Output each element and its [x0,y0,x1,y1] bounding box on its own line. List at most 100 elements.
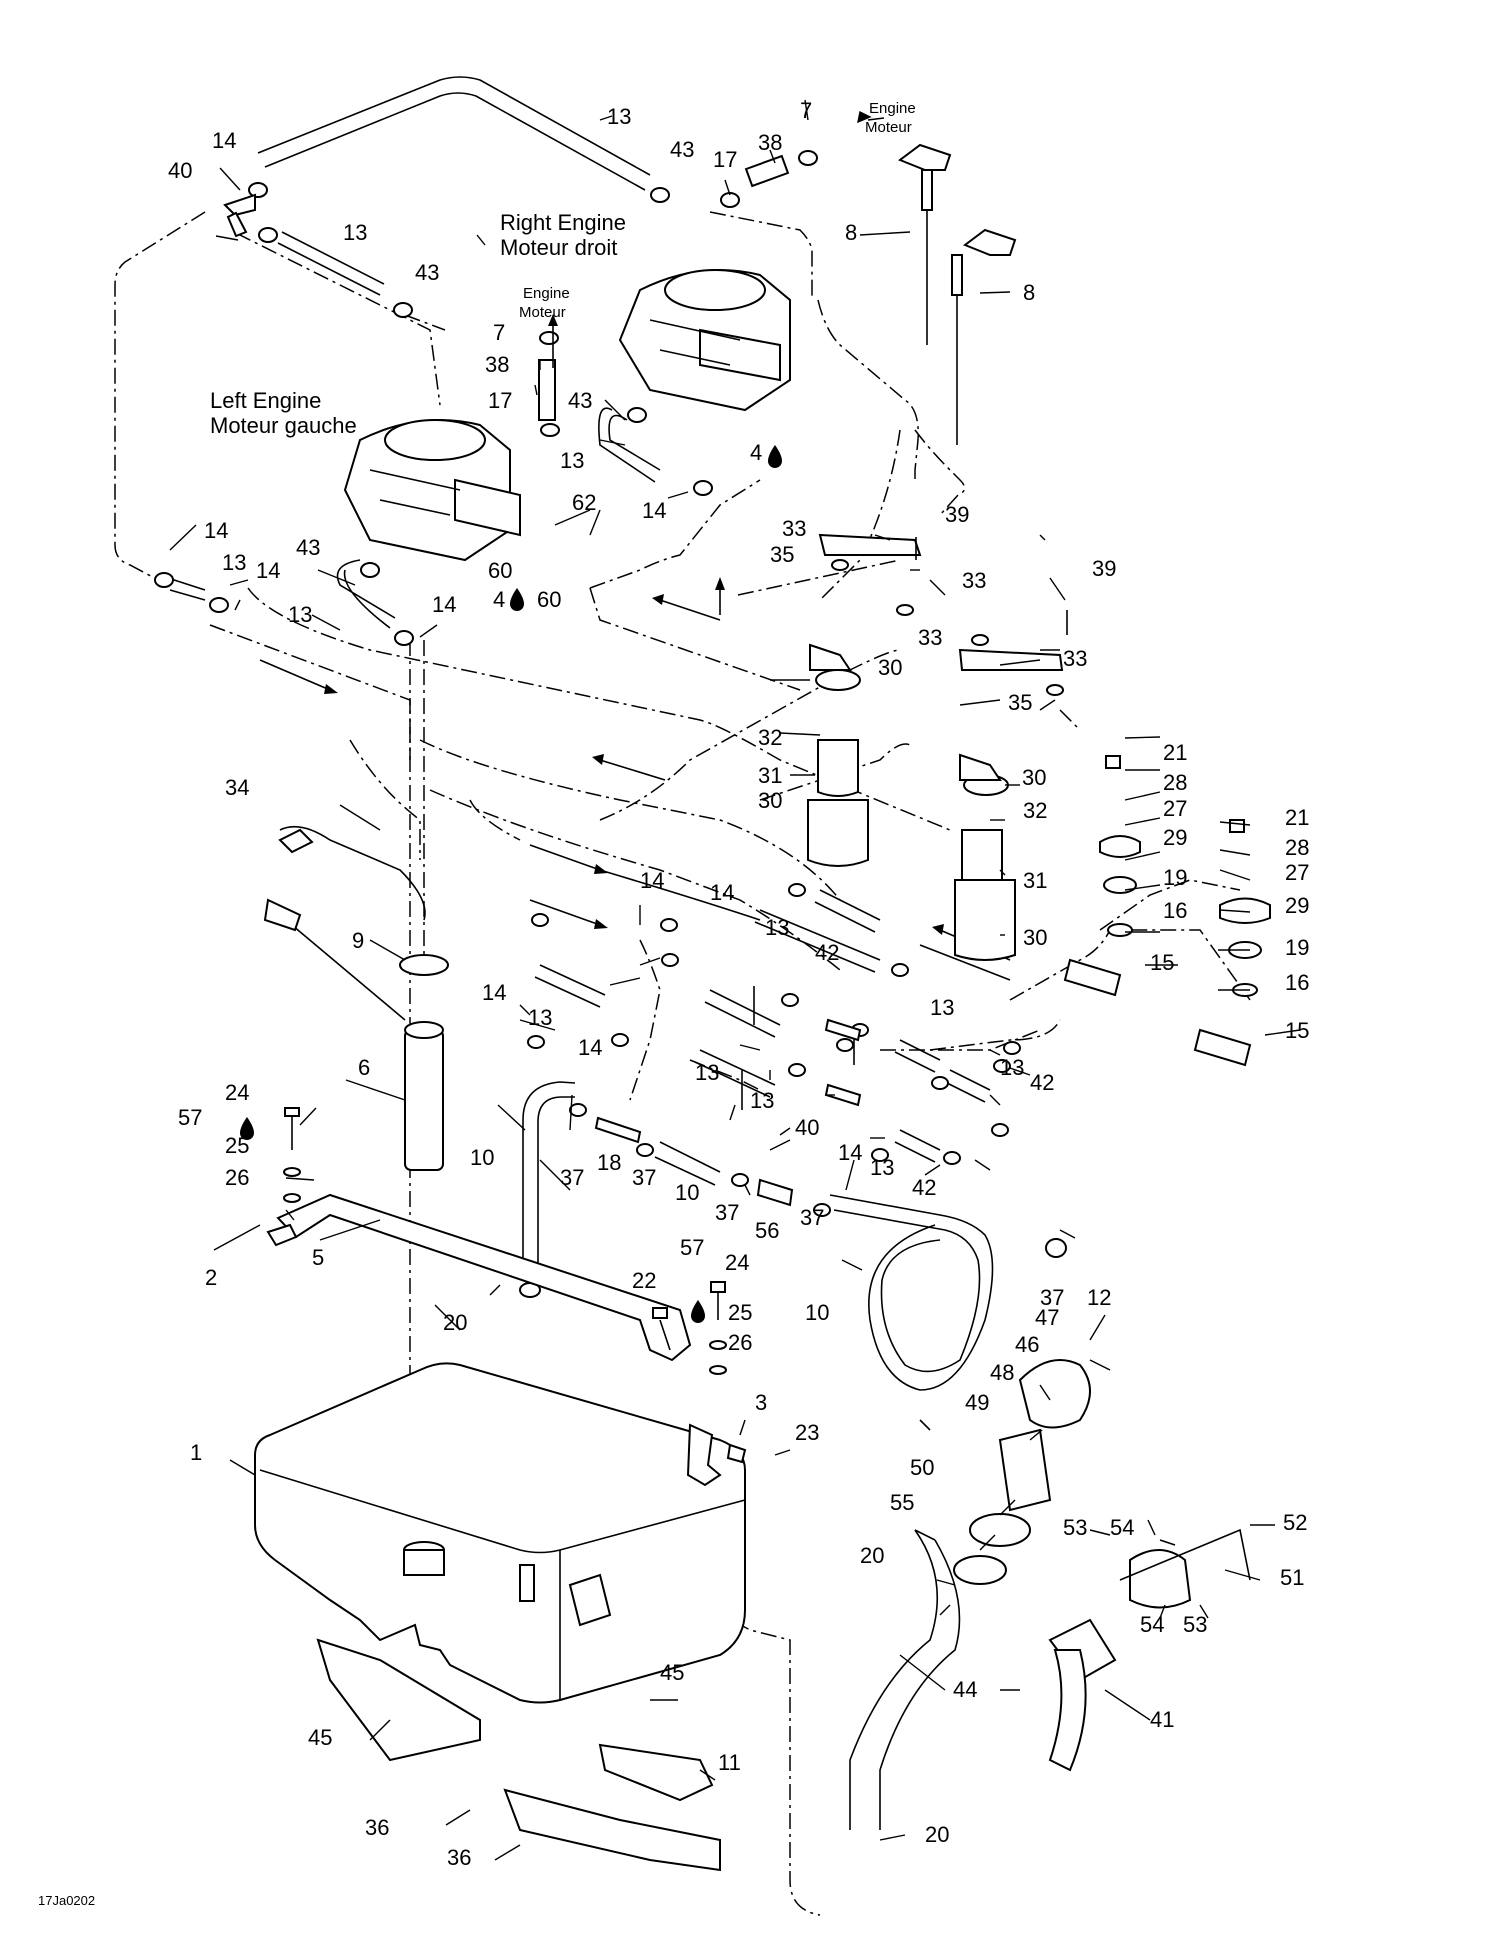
callout: 33 [962,568,986,593]
callout: 46 [1015,1332,1039,1357]
callout: 39 [945,502,969,527]
callout: 24 [225,1080,249,1105]
primer-pump-rods [897,143,1017,445]
callout: 14 [482,980,506,1005]
engine-label-mid: Engine [523,285,570,302]
callout: 12 [1087,1285,1111,1310]
engine-label-top: Engine [869,100,916,117]
fuel-sender-caps [1063,755,1271,1067]
callout: 45 [660,1660,684,1685]
callout: 13 [1000,1055,1024,1080]
callout: 56 [755,1218,779,1243]
callout: 33 [918,625,942,650]
drop-icon [240,1117,254,1140]
callout: 55 [890,1490,914,1515]
callout: 14 [710,880,734,905]
callout: 21 [1163,740,1187,765]
callout: 13 [765,915,789,940]
callout: 31 [1023,868,1047,893]
callout: 37 [632,1165,656,1190]
callout: 43 [670,137,694,162]
callout: 57 [680,1235,704,1260]
callout: 35 [1008,690,1032,715]
callout: 53 [1063,1515,1087,1540]
callout: 32 [1023,798,1047,823]
callout: 42 [1030,1070,1054,1095]
text-labels: Engine Moteur Right Engine Moteur droit … [38,100,916,1908]
callout: 42 [912,1175,936,1200]
callout: 40 [795,1115,819,1140]
callout: 41 [1150,1707,1174,1732]
right-engine-heading: Right Engine [500,210,626,235]
fuel-gauge-sender [263,898,444,1171]
callout: 50 [910,1455,934,1480]
right-engine-heading-fr: Moteur droit [500,235,617,260]
callout: 14 [432,592,456,617]
callout: 13 [695,1060,719,1085]
fittings [223,154,862,1207]
callout: 4 [493,587,505,612]
callout: 38 [758,130,782,155]
callout: 27 [1163,796,1187,821]
callout: 23 [795,1420,819,1445]
left-engine-carburetor [343,419,521,562]
bolts-and-screws [283,537,1176,1546]
callout: 13 [607,104,631,129]
callout: 37 [1040,1285,1064,1310]
right-engine-carburetor [618,269,791,412]
callout: 39 [1092,556,1116,581]
callout: 47 [1035,1305,1059,1330]
callout: 20 [860,1543,884,1568]
callout: 19 [1163,865,1187,890]
callout: 37 [560,1165,584,1190]
callout: 17 [488,388,512,413]
callout: 60 [488,558,512,583]
callout: 33 [1063,646,1087,671]
callout: 14 [256,558,280,583]
callout: 26 [728,1330,752,1355]
drop-icon [691,1300,705,1323]
callout: 42 [815,940,839,965]
callout: 18 [597,1150,621,1175]
callout: 49 [965,1390,989,1415]
callout: 19 [1285,935,1309,960]
callout: 13 [288,602,312,627]
callout: 32 [758,725,782,750]
callout: 28 [1285,835,1309,860]
callout: 17 [713,147,737,172]
callout: 53 [1183,1612,1207,1637]
callout: 15 [1150,950,1174,975]
moteur-label-top: Moteur [865,119,912,136]
callout: 48 [990,1360,1014,1385]
callout: 40 [168,158,192,183]
mounting-pads [316,1638,721,1872]
callout: 20 [443,1310,467,1335]
callout: 13 [870,1155,894,1180]
fuel-filter-assemblies [807,533,1064,961]
moteur-label-mid: Moteur [519,304,566,321]
callout: 35 [770,542,794,567]
engine-arrows [548,314,558,368]
callout: 14 [212,128,236,153]
callout: 22 [632,1268,656,1293]
callout: 5 [312,1245,324,1270]
callout: 54 [1110,1515,1134,1540]
callout: 14 [204,518,228,543]
tank-straps [266,1193,722,1487]
drawing-code: 17Ja0202 [38,1893,95,1908]
callout: 4 [750,440,762,465]
callout: 16 [1163,898,1187,923]
callout-numbers: 13 7 14 43 38 17 40 13 43 8 8 7 38 43 17… [168,98,1309,1870]
left-engine-heading: Left Engine [210,388,321,413]
callout: 10 [675,1180,699,1205]
callout: 13 [560,448,584,473]
callout: 8 [1023,280,1035,305]
callout: 57 [178,1105,202,1130]
callout: 51 [1280,1565,1304,1590]
callout: 30 [878,655,902,680]
callout: 21 [1285,805,1309,830]
filler-neck-components [953,1359,1251,1772]
callout: 13 [750,1088,774,1113]
fuel-tank [254,1362,746,1704]
callout: 14 [578,1035,602,1060]
